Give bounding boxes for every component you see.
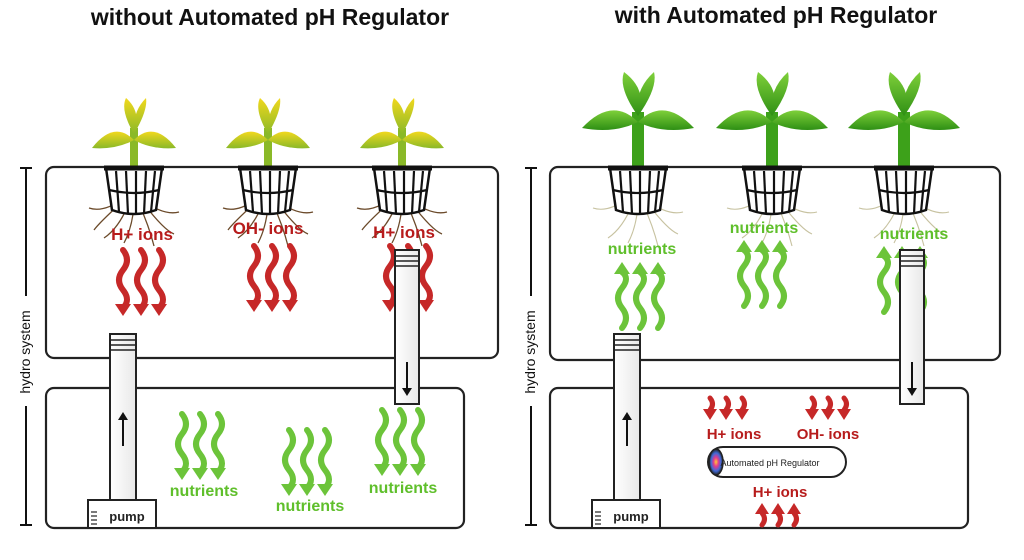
right-pump-label: pump	[613, 509, 648, 524]
left-top-label-3: H+ ions	[373, 223, 435, 242]
left-bottom-label-3: nutrients	[369, 480, 438, 497]
left-title: without Automated pH Regulator	[90, 4, 449, 30]
right-top-label-1: nutrients	[608, 241, 677, 258]
left-bottom-label-1: nutrients	[170, 483, 239, 500]
left-plant-3	[356, 98, 448, 247]
right-pump: pump	[591, 499, 661, 529]
right-bottom-label-3: H+ ions	[753, 484, 808, 501]
right-red-arrows-2	[805, 398, 851, 420]
left-bottom-label-2: nutrients	[276, 498, 345, 515]
right-plant-3	[848, 72, 960, 247]
right-plant-1	[582, 72, 694, 247]
left-plant-2	[222, 98, 314, 247]
right-bottom-label-1: H+ ions	[707, 426, 762, 443]
left-panel: without Automated pH Regulator hydro sys…	[16, 4, 500, 530]
right-bottom-label-2: OH- ions	[797, 426, 860, 443]
right-plant-2	[716, 72, 828, 247]
right-pump-pipe	[613, 333, 641, 503]
left-side-label: hydro system	[17, 310, 33, 393]
left-plant-1	[88, 98, 180, 247]
right-title: with Automated pH Regulator	[614, 2, 937, 28]
right-top-label-2: nutrients	[730, 220, 799, 237]
right-red-arrows-1	[703, 398, 749, 420]
right-panel: with Automated pH Regulator hydro system	[521, 2, 1002, 530]
left-pump: pump	[87, 499, 157, 529]
right-side-label: hydro system	[522, 310, 538, 393]
regulator-label: Automated pH Regulator	[720, 458, 819, 468]
left-return-pipe	[394, 249, 420, 405]
ph-regulator-device: Automated pH Regulator	[707, 446, 847, 478]
right-side-bracket: hydro system	[521, 167, 541, 526]
left-top-label-2: OH- ions	[233, 219, 304, 238]
left-pump-pipe	[109, 333, 137, 503]
right-red-arrows-3	[755, 503, 801, 525]
right-top-label-3: nutrients	[880, 226, 949, 243]
left-lower-tank	[44, 386, 466, 530]
left-top-label-1: H+ ions	[111, 225, 173, 244]
left-pump-label: pump	[109, 509, 144, 524]
right-return-pipe	[899, 249, 925, 405]
left-side-bracket: hydro system	[16, 167, 36, 526]
regulator-lens-icon	[708, 448, 724, 476]
